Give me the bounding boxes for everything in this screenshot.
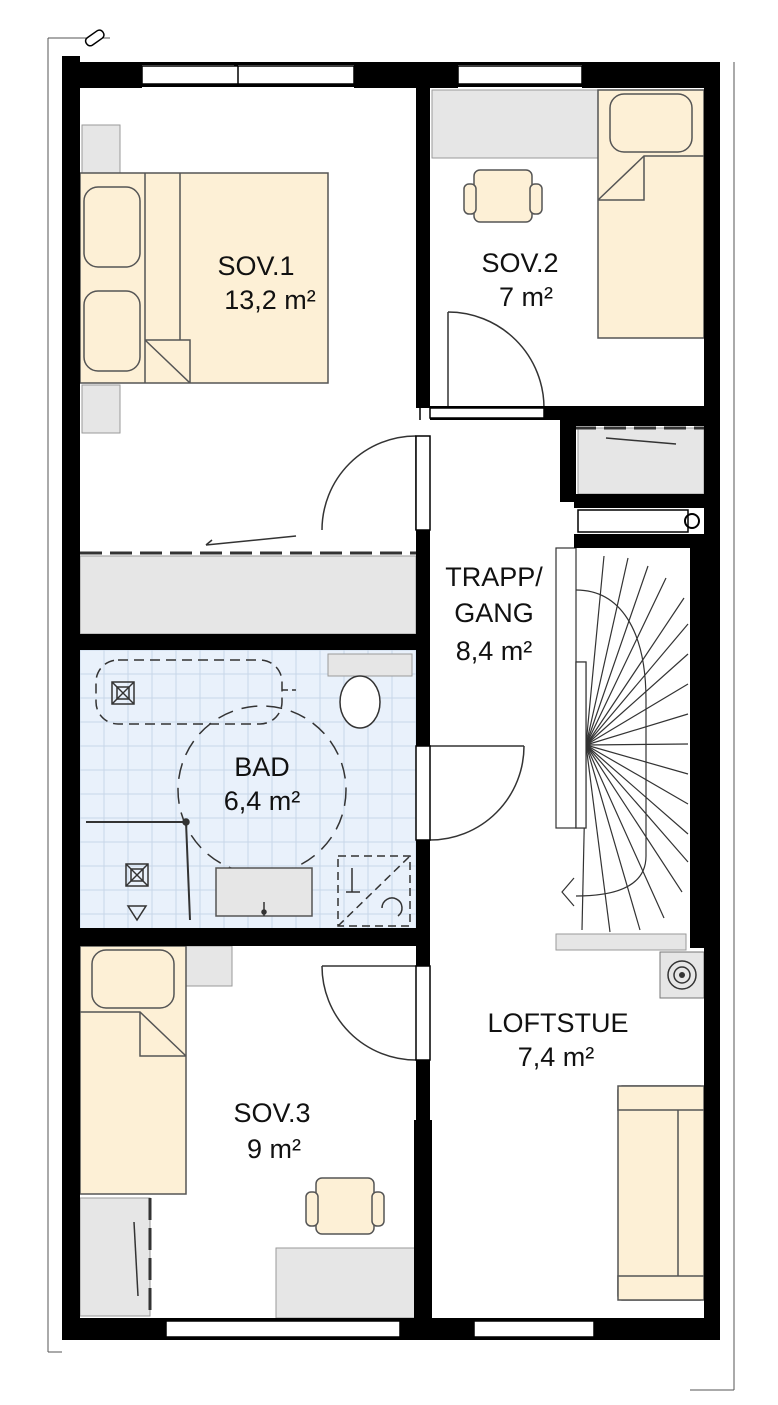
desk-sov2 — [431, 89, 599, 159]
stair-tread — [585, 744, 641, 931]
room-label-trapp: TRAPP/ — [445, 562, 543, 592]
staircase — [555, 547, 689, 933]
stair-treads — [575, 555, 689, 933]
floor-drain-icon — [125, 863, 149, 887]
stair-tread — [585, 744, 611, 933]
stair-tread — [585, 555, 605, 746]
bathtub — [95, 659, 283, 725]
wardrobe-sov3 — [79, 1197, 151, 1317]
single-bed-sov3 — [79, 945, 187, 1195]
room-label-loftstue: LOFTSTUE — [487, 1008, 628, 1038]
chimney-icon — [659, 951, 705, 999]
room-label-sov2: SOV.2 — [481, 248, 558, 278]
chair-sov2 — [463, 169, 543, 223]
desk-sov3 — [275, 1247, 417, 1319]
nightstand-sov1-bottom — [81, 384, 121, 434]
door-sov3 — [321, 965, 417, 1061]
door-sov2 — [447, 311, 545, 409]
room-area-trapp: 8,4 m² — [456, 636, 533, 666]
stair-tread — [585, 557, 629, 746]
room-area-sov3: 9 m² — [247, 1134, 301, 1164]
room-label-sov3: SOV.3 — [233, 1098, 310, 1128]
nightstand-sov3 — [185, 945, 233, 987]
stair-tread — [585, 597, 685, 746]
stair-tread — [585, 565, 649, 746]
stair-tread — [585, 713, 689, 746]
nightstand-sov1-top — [81, 124, 121, 174]
sofa-loftstue — [617, 1085, 705, 1301]
stair-tread — [585, 683, 689, 746]
door-sov1 — [321, 435, 417, 531]
stair-tread — [585, 623, 689, 746]
single-bed-sov2 — [597, 89, 705, 339]
room-labels: SOV.1 13,2 m² SOV.2 7 m² TRAPP/ GANG 8,4… — [217, 248, 628, 1164]
stair-tread — [585, 744, 689, 863]
shower-triangle-icon — [126, 905, 148, 922]
stair-arrow-icon — [561, 877, 575, 907]
room-area-bad: 6,4 m² — [224, 786, 301, 816]
stair-newel — [575, 661, 587, 829]
room-area-sov1: 13,2 m² — [224, 285, 316, 315]
stair-tread — [585, 744, 689, 775]
stair-landing — [555, 933, 687, 951]
stair-tread — [585, 744, 689, 805]
washing-machine — [337, 855, 411, 927]
walls — [62, 56, 720, 1340]
stair-tread — [585, 744, 683, 893]
room-label-bad: BAD — [234, 752, 290, 782]
room-label-gang: GANG — [454, 598, 534, 628]
floor-drain-icon — [111, 681, 135, 705]
wardrobe-sov2 — [577, 427, 705, 495]
door-bad — [429, 745, 525, 841]
bathroom-fixtures — [86, 659, 411, 927]
stair-tread — [585, 744, 689, 835]
stair-arc — [575, 589, 647, 897]
room-area-sov2: 7 m² — [499, 282, 553, 312]
toilet — [339, 675, 381, 729]
stair-tread — [585, 653, 689, 746]
double-bed-sov1 — [79, 172, 329, 384]
windows — [141, 65, 689, 1338]
toilet-cistern — [327, 653, 413, 677]
sliding-door-marks — [80, 426, 704, 1316]
vent-icon — [684, 513, 700, 529]
stair-tread — [585, 744, 665, 919]
pencil-icon — [84, 29, 105, 47]
stair-tread — [585, 577, 667, 746]
room-area-loftstue: 7,4 m² — [518, 1042, 595, 1072]
room-label-sov1: SOV.1 — [217, 251, 294, 281]
chair-sov3 — [305, 1177, 385, 1235]
stair-tread — [585, 743, 689, 746]
storage-units — [79, 89, 705, 1319]
wardrobe-sov1 — [79, 555, 417, 635]
